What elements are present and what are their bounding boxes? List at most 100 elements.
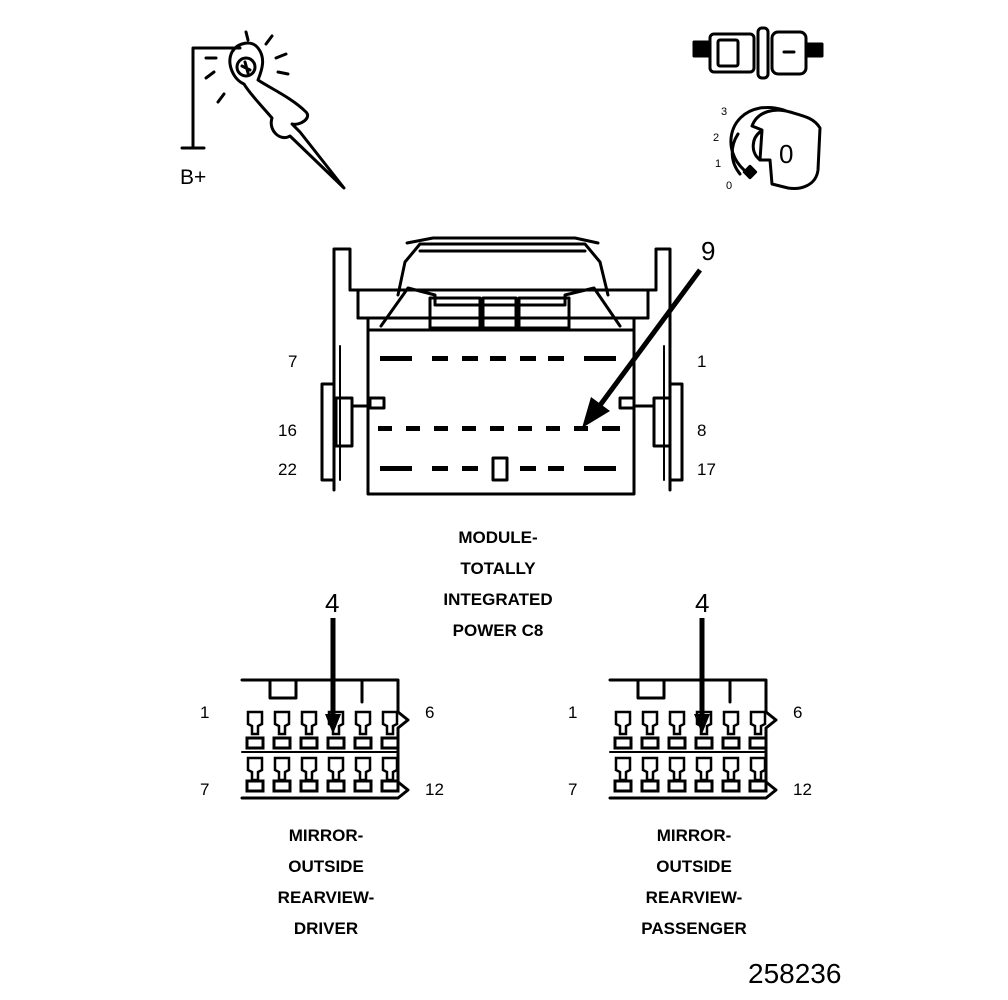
module-cavity <box>434 426 448 431</box>
mirror-cavity <box>245 736 265 750</box>
mirror-cavity <box>380 779 400 793</box>
mirror-cavity <box>721 736 741 750</box>
callout-arrow-driver-pin-4 <box>325 618 341 734</box>
mirror-terminal <box>246 710 264 736</box>
mirror-cavity <box>245 779 265 793</box>
passenger-pin-6-label: 6 <box>793 703 803 722</box>
caption-line: TOTALLY <box>460 559 536 578</box>
caption-line: OUTSIDE <box>288 857 364 876</box>
mirror-terminal <box>354 710 372 736</box>
mirror-cavity <box>272 736 292 750</box>
passenger-mirror-caption: MIRROR- OUTSIDE REARVIEW- PASSENGER <box>604 820 784 944</box>
caption-line: POWER C8 <box>452 621 544 640</box>
driver-mirror-cavities <box>245 710 400 793</box>
ignition-position-2: 2 <box>713 132 720 144</box>
passenger-pin-12-label: 12 <box>793 780 812 799</box>
module-cavity <box>462 356 478 361</box>
module-cavity <box>490 426 504 431</box>
driver-callout-number: 4 <box>325 588 340 618</box>
mirror-terminal <box>354 756 372 782</box>
caption-line: MIRROR- <box>288 826 364 845</box>
mirror-terminal <box>246 756 264 782</box>
module-pin-1-label: 1 <box>697 352 707 371</box>
mirror-cavity <box>353 736 373 750</box>
driver-mirror-caption: MIRROR- OUTSIDE REARVIEW- DRIVER <box>246 820 406 944</box>
module-cavity <box>520 466 536 471</box>
mirror-terminal <box>614 756 632 782</box>
mirror-cavity <box>380 736 400 750</box>
mirror-terminal <box>668 756 686 782</box>
mirror-terminal <box>668 710 686 736</box>
passenger-pin-1-label: 1 <box>568 703 578 722</box>
caption-line: DRIVER <box>293 919 359 938</box>
module-cavity <box>380 466 412 471</box>
passenger-mirror-cavities <box>613 710 768 793</box>
mirror-cavity <box>299 736 319 750</box>
module-pin-17-label: 17 <box>697 460 716 479</box>
callout-arrow-pin-9 <box>582 268 703 428</box>
figure-id: 258236 <box>748 958 842 989</box>
mirror-terminal <box>722 710 740 736</box>
mirror-terminal <box>695 756 713 782</box>
mirror-terminal <box>749 756 767 782</box>
mirror-cavity <box>299 779 319 793</box>
test-light-icon <box>180 30 346 190</box>
mirror-cavity <box>640 779 660 793</box>
mirror-cavity <box>326 779 346 793</box>
disconnected-connector-icon <box>692 26 824 80</box>
caption-line: PASSENGER <box>641 919 747 938</box>
caption-line: MIRROR- <box>656 826 732 845</box>
module-cavity <box>548 356 564 361</box>
mirror-terminal <box>273 756 291 782</box>
mirror-passenger-connector <box>608 678 778 800</box>
caption-line: OUTSIDE <box>656 857 732 876</box>
driver-pin-12-label: 12 <box>425 780 444 799</box>
module-connector-caption: MODULE- TOTALLY INTEGRATED POWER C8 <box>418 522 578 646</box>
module-cavity <box>548 466 564 471</box>
module-cavity <box>490 356 506 361</box>
module-cavity <box>574 426 588 431</box>
module-cavities <box>378 356 620 471</box>
module-pin-7-label: 7 <box>288 352 298 371</box>
mirror-terminal <box>381 710 399 736</box>
mirror-cavity <box>694 779 714 793</box>
callout-arrow-passenger-pin-4 <box>694 618 710 734</box>
module-cavity <box>546 426 560 431</box>
module-cavity <box>432 466 448 471</box>
passenger-callout-number: 4 <box>695 588 710 618</box>
driver-pin-1-label: 1 <box>200 703 210 722</box>
module-cavity <box>462 466 478 471</box>
ignition-switch-icon <box>729 106 822 190</box>
mirror-cavity <box>613 736 633 750</box>
mirror-cavity <box>667 736 687 750</box>
caption-line: MODULE- <box>458 528 538 547</box>
module-cavity <box>378 426 392 431</box>
module-cavity <box>432 356 448 361</box>
mirror-cavity <box>613 779 633 793</box>
module-cavity <box>602 426 620 431</box>
module-cavity <box>520 356 536 361</box>
module-pin-22-label: 22 <box>278 460 297 479</box>
mirror-cavity <box>640 736 660 750</box>
module-cavity <box>518 426 532 431</box>
mirror-cavity <box>694 736 714 750</box>
module-cavity <box>462 426 476 431</box>
mirror-terminal <box>300 710 318 736</box>
module-pin-16-label: 16 <box>278 421 297 440</box>
mirror-cavity <box>353 779 373 793</box>
mirror-terminal <box>614 710 632 736</box>
mirror-cavity <box>721 779 741 793</box>
driver-pin-6-label: 6 <box>425 703 435 722</box>
mirror-terminal <box>641 756 659 782</box>
mirror-terminal <box>300 756 318 782</box>
mirror-terminal <box>722 756 740 782</box>
module-cavity <box>406 426 420 431</box>
module-cavity <box>584 466 616 471</box>
driver-pin-7-label: 7 <box>200 780 210 799</box>
ignition-position-3: 3 <box>721 106 728 118</box>
module-pin-8-label: 8 <box>697 421 707 440</box>
caption-line: REARVIEW- <box>277 888 375 907</box>
mirror-driver-connector <box>240 678 410 800</box>
